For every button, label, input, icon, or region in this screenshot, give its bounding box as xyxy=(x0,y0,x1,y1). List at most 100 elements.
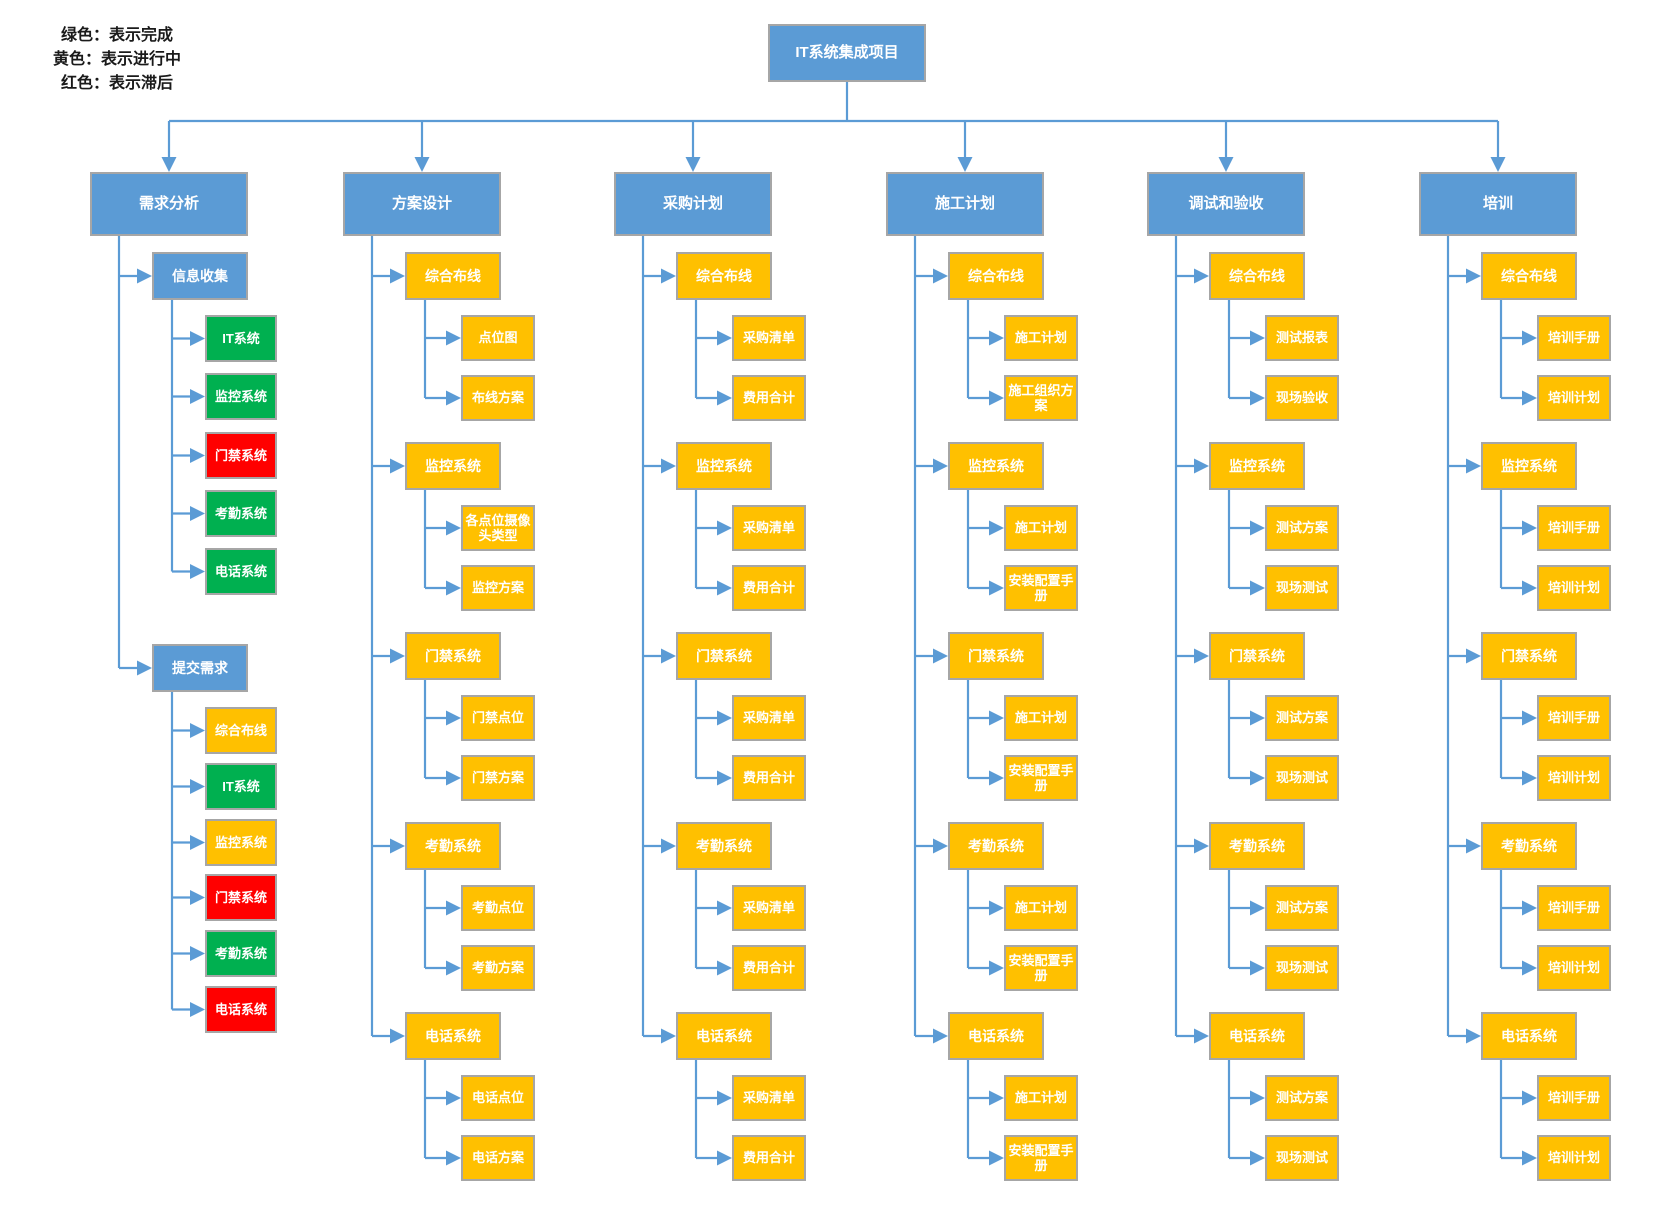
l2-node: 监控系统 xyxy=(948,442,1044,490)
l3-node-label: 布线方案 xyxy=(471,390,524,406)
l2-node: 电话系统 xyxy=(1209,1012,1305,1060)
l2-node: 监控系统 xyxy=(405,442,501,490)
l3-node-label: 电话点位 xyxy=(471,1090,524,1106)
l2-node-label: 监控系统 xyxy=(968,457,1024,474)
l2-node: 门禁系统 xyxy=(948,632,1044,680)
l3-node-label: 考勤点位 xyxy=(471,900,524,916)
l3-node-label: 测试方案 xyxy=(1275,900,1328,916)
l3-node: 各点位摄像头类型 xyxy=(461,505,535,551)
l3-node-label: 现场验收 xyxy=(1275,390,1328,406)
l2-node-label: 电话系统 xyxy=(425,1027,481,1044)
l3-node: 监控系统 xyxy=(205,373,277,420)
l2-node: 考勤系统 xyxy=(1209,822,1305,870)
l3-node-label: 监控系统 xyxy=(214,834,267,850)
branch-3-header-label: 施工计划 xyxy=(934,195,995,213)
l2-node-label: 综合布线 xyxy=(696,267,752,284)
branch-5-header: 培训 xyxy=(1419,172,1577,236)
branch-0-header: 需求分析 xyxy=(90,172,248,236)
l3-node-label: 费用合计 xyxy=(742,960,795,976)
legend-line-red: 红色：表示滞后 xyxy=(60,75,173,92)
l3-node: 费用合计 xyxy=(732,565,806,611)
l2-node-label: 监控系统 xyxy=(1501,457,1557,474)
l3-node-label: 门禁系统 xyxy=(214,447,267,463)
l3-node-label: 监控方案 xyxy=(471,580,524,596)
l3-node: 培训手册 xyxy=(1537,885,1611,931)
l2-node-label: 电话系统 xyxy=(696,1027,752,1044)
l3-node-label: 培训手册 xyxy=(1547,1090,1600,1106)
l3-node-label: 采购清单 xyxy=(742,900,795,916)
l2-node-label: 考勤系统 xyxy=(1229,837,1285,854)
l3-node: 培训计划 xyxy=(1537,945,1611,991)
legend-line-yellow: 黄色：表示进行中 xyxy=(52,51,181,68)
l3-node-label: 安装配置手册 xyxy=(1008,1142,1074,1173)
l2-node: 综合布线 xyxy=(1481,252,1577,300)
branch-4-header-label: 调试和验收 xyxy=(1188,195,1264,213)
l3-node-label: 各点位摄像头类型 xyxy=(465,512,531,543)
l3-node: 安装配置手册 xyxy=(1004,1135,1078,1181)
l2-node: 门禁系统 xyxy=(1481,632,1577,680)
l2-node-label: 电话系统 xyxy=(1229,1027,1285,1044)
l2-node-label: 门禁系统 xyxy=(696,647,752,664)
l3-node: 采购清单 xyxy=(732,315,806,361)
l2-node-label: 监控系统 xyxy=(425,457,481,474)
l3-node: 施工计划 xyxy=(1004,695,1078,741)
l3-node-label: 电话方案 xyxy=(471,1150,524,1166)
l2-node-label: 电话系统 xyxy=(968,1027,1024,1044)
branch-2-header: 采购计划 xyxy=(614,172,772,236)
l3-node: IT系统 xyxy=(205,315,277,362)
l3-node: 施工计划 xyxy=(1004,315,1078,361)
l3-node: 测试报表 xyxy=(1265,315,1339,361)
l2-node: 监控系统 xyxy=(1209,442,1305,490)
l3-node-label: 测试方案 xyxy=(1275,710,1328,726)
l3-node: 采购清单 xyxy=(732,885,806,931)
l3-node-label: 费用合计 xyxy=(742,770,795,786)
l3-node-label: 测试方案 xyxy=(1275,520,1328,536)
l3-node-label: IT系统 xyxy=(222,778,260,794)
l2-node-label: 考勤系统 xyxy=(1501,837,1557,854)
l3-node-label: 培训手册 xyxy=(1547,710,1600,726)
l3-node-label: 现场测试 xyxy=(1275,580,1328,596)
l3-node: 测试方案 xyxy=(1265,695,1339,741)
l3-node-label: 门禁系统 xyxy=(214,889,267,905)
l2-node: 考勤系统 xyxy=(676,822,772,870)
l3-node: 费用合计 xyxy=(732,375,806,421)
l2-node-label: 综合布线 xyxy=(1501,267,1557,284)
branch-3-header: 施工计划 xyxy=(886,172,1044,236)
status-legend: 绿色：表示完成 黄色：表示进行中 红色：表示滞后 xyxy=(22,24,212,96)
root-node: IT系统集成项目 xyxy=(768,24,926,82)
l2-node-label: 考勤系统 xyxy=(968,837,1024,854)
l3-node: 安装配置手册 xyxy=(1004,755,1078,801)
l3-node: 施工计划 xyxy=(1004,885,1078,931)
l3-node: 安装配置手册 xyxy=(1004,945,1078,991)
l3-node-label: 考勤系统 xyxy=(214,945,267,961)
l2-node: 监控系统 xyxy=(1481,442,1577,490)
l3-node: 培训手册 xyxy=(1537,315,1611,361)
l3-node-label: 现场测试 xyxy=(1275,770,1328,786)
l3-node-label: 费用合计 xyxy=(742,1150,795,1166)
l2-node-label: 监控系统 xyxy=(1229,457,1285,474)
l3-node-label: 培训手册 xyxy=(1547,520,1600,536)
l2-node: 考勤系统 xyxy=(1481,822,1577,870)
l3-node-label: 考勤方案 xyxy=(471,960,524,976)
l2-node: 门禁系统 xyxy=(405,632,501,680)
l3-node: 电话系统 xyxy=(205,548,277,595)
l2-node-label: 门禁系统 xyxy=(425,647,481,664)
l2-node: 电话系统 xyxy=(1481,1012,1577,1060)
l3-node: 培训手册 xyxy=(1537,505,1611,551)
l2-node: 综合布线 xyxy=(676,252,772,300)
l3-node: 采购清单 xyxy=(732,1075,806,1121)
l2-node: 综合布线 xyxy=(1209,252,1305,300)
l3-node-label: 培训手册 xyxy=(1547,330,1600,346)
l3-node-label: 现场测试 xyxy=(1275,1150,1328,1166)
l3-node: 培训手册 xyxy=(1537,695,1611,741)
l3-node: 考勤系统 xyxy=(205,930,277,977)
l3-node: 现场测试 xyxy=(1265,565,1339,611)
l2-node: 综合布线 xyxy=(405,252,501,300)
l2-node: 提交需求 xyxy=(152,644,248,692)
l3-node: 布线方案 xyxy=(461,375,535,421)
l3-node: 施工计划 xyxy=(1004,505,1078,551)
l2-node: 综合布线 xyxy=(948,252,1044,300)
l3-node-label: 电话系统 xyxy=(214,1001,267,1017)
l3-node: 培训计划 xyxy=(1537,1135,1611,1181)
l3-node-label: 点位图 xyxy=(478,330,518,346)
